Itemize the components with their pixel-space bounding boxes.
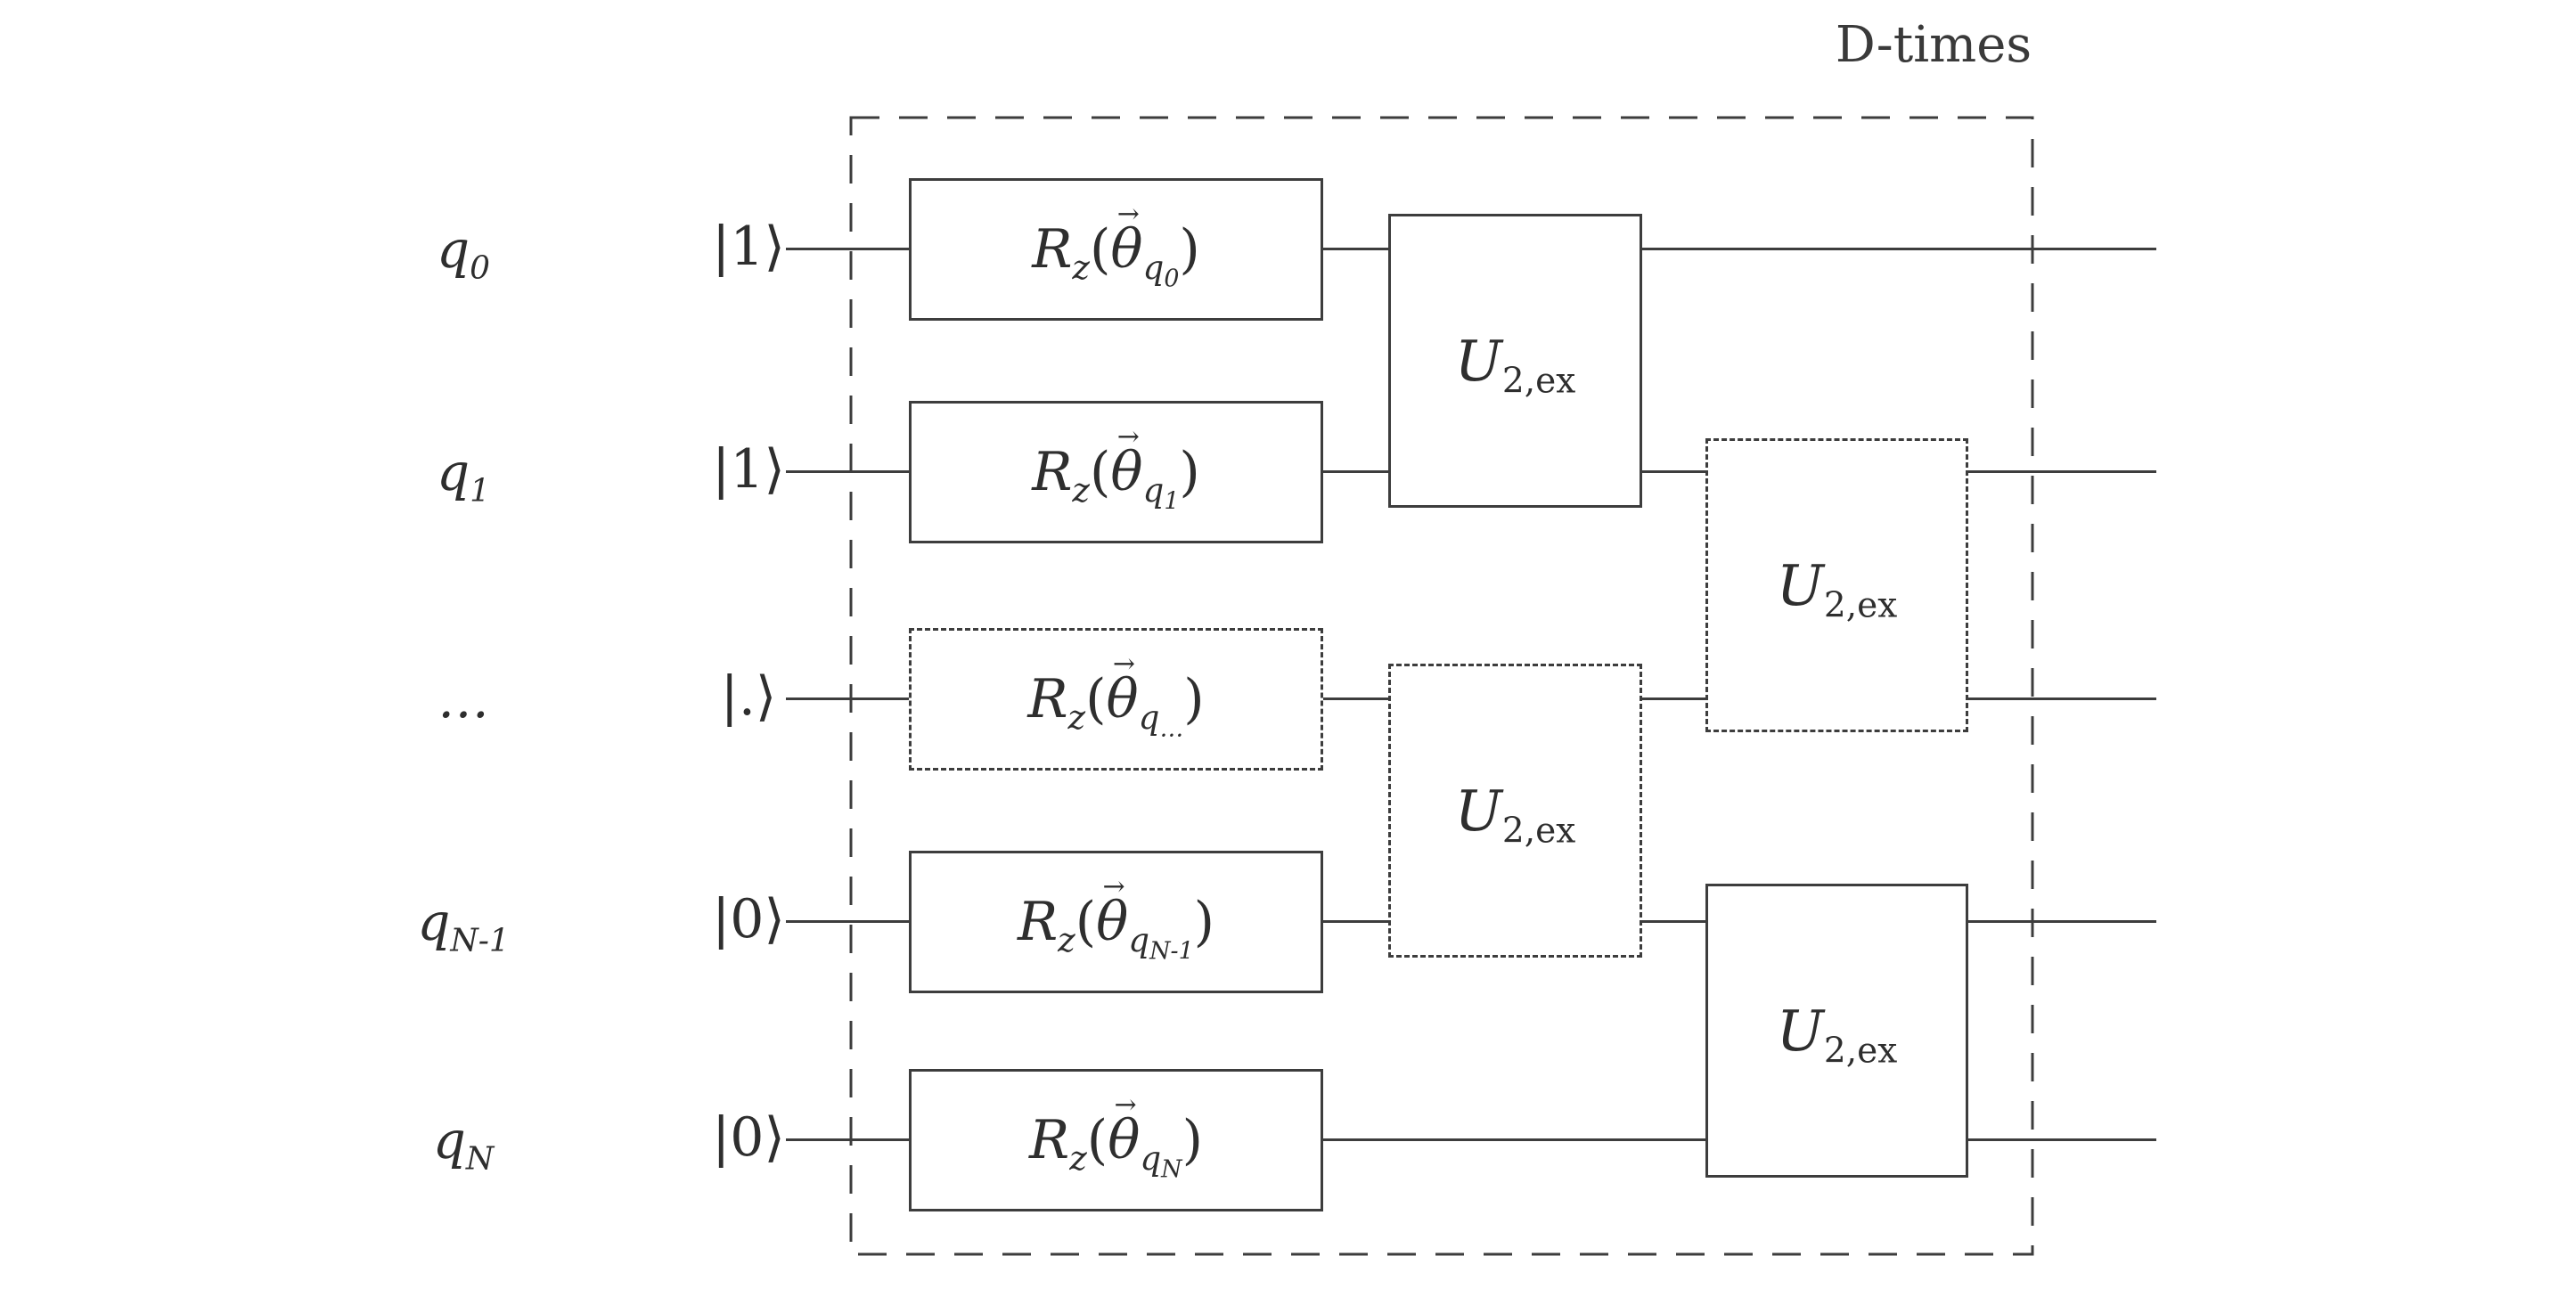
ket-state-q0: |1⟩ (712, 216, 785, 278)
paren-open: ( (1089, 218, 1111, 281)
qubit-label-base: q (432, 1110, 466, 1171)
qubit-label-sub: N (465, 1140, 495, 1178)
vector-arrow-icon: → (1114, 1089, 1137, 1122)
rz-gate-label: Rz(→θq1) (1032, 424, 1200, 513)
vector-arrow-icon: → (1112, 648, 1135, 681)
qubit-label-q0: q0 (356, 209, 570, 290)
qubit-label-sub: N-1 (450, 922, 510, 959)
u2ex-gate-q1qdots: U2,ex (1705, 438, 1968, 732)
u-gate-label: U2,ex (1454, 328, 1576, 402)
rz-symbol: R (1032, 218, 1073, 281)
qubit-label-qdots: … (356, 659, 570, 739)
paren-close: ) (1183, 668, 1205, 730)
paren-close: ) (1179, 218, 1200, 281)
qubit-label-base: … (438, 669, 489, 730)
qubit-label-qN: qN (356, 1100, 570, 1180)
rz-axis-sub: z (1067, 697, 1086, 737)
paren-close: ) (1179, 441, 1200, 503)
theta-vector: →θ (1108, 1092, 1140, 1171)
theta-sub: q1 (1142, 470, 1180, 516)
vector-arrow-icon: → (1116, 199, 1140, 231)
rz-gate-label: Rz(→θqN-1) (1017, 874, 1215, 963)
rz-axis-sub: z (1072, 248, 1090, 287)
rz-gate-q1: Rz(→θq1) (909, 401, 1323, 543)
qubit-label-q1: q1 (356, 432, 570, 512)
u-gate-label: U2,ex (1776, 998, 1898, 1072)
rz-axis-sub: z (1072, 470, 1090, 510)
paren-open: ( (1075, 891, 1097, 953)
theta-vector: →θ (1107, 651, 1139, 730)
repeat-count-label: D-times (1835, 16, 2032, 74)
qubit-label-sub: 0 (470, 249, 490, 287)
qubit-label-base: q (436, 219, 470, 280)
qubit-label-base: q (417, 892, 451, 952)
u2ex-gate-q0q1: U2,ex (1388, 214, 1642, 508)
vector-arrow-icon: → (1102, 871, 1125, 903)
rz-symbol: R (1029, 1109, 1070, 1171)
ket-state-qdots: |.⟩ (720, 665, 777, 728)
theta-sub: q… (1138, 697, 1184, 743)
rz-axis-sub: z (1069, 1138, 1087, 1178)
theta-sub: q0 (1142, 248, 1180, 293)
rz-gate-qN: Rz(→θqN) (909, 1069, 1323, 1211)
qubit-label-sub: 1 (470, 472, 490, 510)
paren-close: ) (1193, 891, 1215, 953)
theta-vector: →θ (1096, 874, 1128, 953)
rz-gate-label: Rz(→θq0) (1032, 201, 1200, 290)
rz-gate-label: Rz(→θq…) (1027, 651, 1205, 740)
theta-vector: →θ (1110, 201, 1142, 281)
qubit-label-base: q (436, 442, 470, 502)
rz-gate-q0: Rz(→θq0) (909, 178, 1323, 321)
ket-state-q1: |1⟩ (712, 438, 785, 501)
rz-symbol: R (1027, 668, 1068, 730)
u2ex-gate-qdotsqN-1: U2,ex (1388, 664, 1642, 958)
theta-sub: qN-1 (1128, 920, 1194, 966)
rz-symbol: R (1032, 441, 1073, 503)
ket-state-qN-1: |0⟩ (712, 888, 785, 950)
theta-sub: qN (1140, 1138, 1182, 1184)
u2ex-gate-qN-1qN: U2,ex (1705, 884, 1968, 1178)
rz-gate-label: Rz(→θqN) (1029, 1092, 1203, 1181)
rz-gate-qN-1: Rz(→θqN-1) (909, 851, 1323, 993)
rz-gate-qdots: Rz(→θq…) (909, 628, 1323, 771)
paren-open: ( (1089, 441, 1111, 503)
rz-symbol: R (1017, 891, 1059, 953)
paren-open: ( (1085, 668, 1107, 730)
rz-axis-sub: z (1058, 920, 1075, 959)
paren-close: ) (1182, 1109, 1203, 1171)
paren-open: ( (1086, 1109, 1108, 1171)
vector-arrow-icon: → (1116, 421, 1140, 453)
u-gate-label: U2,ex (1776, 552, 1898, 626)
u-gate-label: U2,ex (1454, 778, 1576, 852)
ket-state-qN: |0⟩ (712, 1106, 785, 1169)
theta-vector: →θ (1110, 424, 1142, 503)
qubit-label-qN-1: qN-1 (356, 882, 570, 962)
